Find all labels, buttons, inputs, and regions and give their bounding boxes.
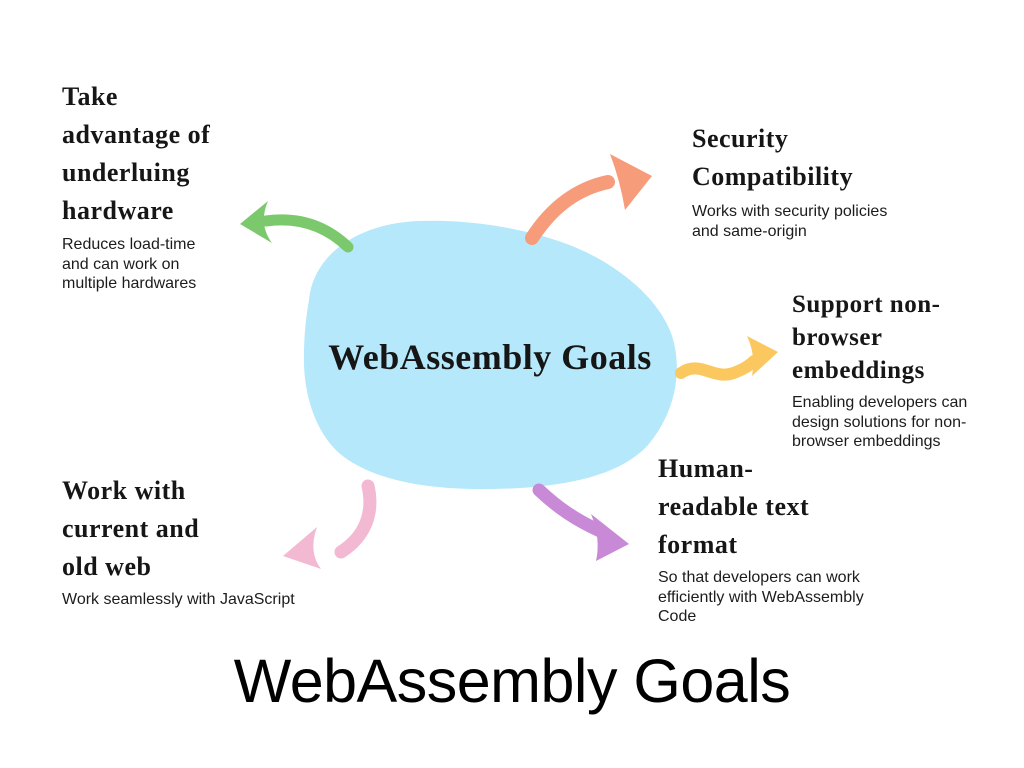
arrow-embeddings-head — [747, 336, 778, 376]
branch-security-subtext: Works with security policies and same-or… — [692, 202, 887, 241]
heading-line: underluing — [62, 158, 190, 187]
arrow-oldweb — [283, 479, 377, 569]
heading-line: readable text — [658, 492, 810, 521]
branch-readable-subtext: So that developers can work efficiently … — [658, 568, 864, 627]
arrow-hardware — [240, 201, 354, 253]
heading-line: Take — [62, 82, 118, 111]
heading-line: advantage of — [62, 120, 211, 149]
arrow-security — [525, 154, 652, 245]
center-node-label: WebAssembly Goals — [328, 337, 652, 377]
branch-hardware-heading: Take advantage of underluing hardware — [62, 78, 210, 230]
arrow-oldweb-line — [334, 479, 377, 559]
arrow-security-head — [610, 154, 652, 210]
subtext-line: So that developers can work — [658, 569, 860, 586]
arrow-embeddings-line — [675, 355, 760, 381]
heading-line: old web — [62, 552, 152, 581]
subtext-line: and same-origin — [692, 222, 807, 240]
center-blob-shape — [303, 220, 677, 490]
heading-line: current and — [62, 514, 200, 543]
heading-line: browser — [792, 324, 883, 351]
heading-line: Security — [692, 124, 789, 153]
heading-line: embeddings — [792, 357, 925, 384]
arrow-embeddings — [675, 336, 778, 381]
arrow-security-line — [525, 175, 615, 245]
page-title: WebAssembly Goals — [233, 647, 791, 715]
heading-line: Support non- — [792, 291, 941, 318]
heading-line: hardware — [62, 196, 174, 225]
branch-readable-heading: Human- readable text format — [658, 450, 809, 564]
arrow-readable — [532, 483, 629, 561]
branch-oldweb-heading: Work with current and old web — [62, 472, 199, 586]
branch-oldweb-subtext: Work seamlessly with JavaScript — [62, 590, 295, 610]
subtext-line: and can work on — [62, 255, 180, 273]
subtext-line: Work seamlessly with JavaScript — [62, 591, 295, 608]
subtext-line: Works with security policies — [692, 203, 888, 220]
heading-line: Compatibility — [692, 162, 854, 191]
branch-embeddings-subtext: Enabling developers can design solutions… — [792, 393, 967, 452]
subtext-line: design solutions for non- — [792, 413, 967, 431]
arrow-readable-head — [591, 514, 629, 561]
arrow-oldweb-head — [283, 527, 321, 569]
heading-line: Human- — [658, 454, 754, 483]
arrow-readable-line — [532, 483, 607, 538]
arrow-hardware-line — [260, 214, 354, 253]
heading-line: Work with — [62, 476, 186, 505]
subtext-line: Reduces load-time — [62, 236, 196, 253]
subtext-line: Enabling developers can — [792, 394, 968, 411]
subtext-line: browser embeddings — [792, 433, 941, 450]
branch-embeddings-heading: Support non- browser embeddings — [792, 288, 940, 387]
subtext-line: Code — [658, 608, 697, 625]
branch-security-heading: Security Compatibility — [692, 120, 853, 196]
heading-line: format — [658, 530, 738, 559]
subtext-line: multiple hardwares — [62, 275, 197, 292]
arrow-hardware-head — [240, 201, 272, 243]
branch-hardware-subtext: Reduces load-time and can work on multip… — [62, 235, 196, 294]
subtext-line: efficiently with WebAssembly — [658, 588, 864, 606]
